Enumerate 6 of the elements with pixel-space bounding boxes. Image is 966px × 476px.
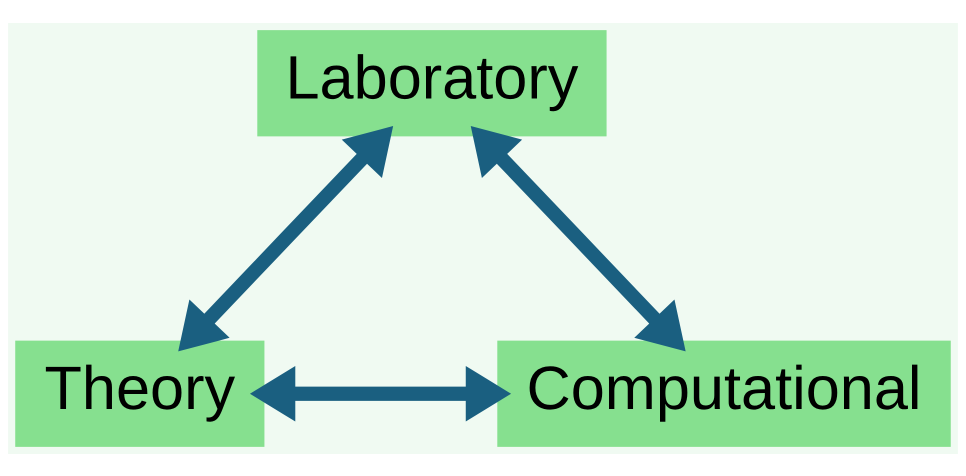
node-box: Computational xyxy=(497,340,951,446)
arrow xyxy=(250,365,512,422)
arrow xyxy=(470,126,686,351)
arrow xyxy=(178,126,394,351)
node-box: Theory xyxy=(15,340,264,446)
node-box: Laboratory xyxy=(257,30,607,136)
